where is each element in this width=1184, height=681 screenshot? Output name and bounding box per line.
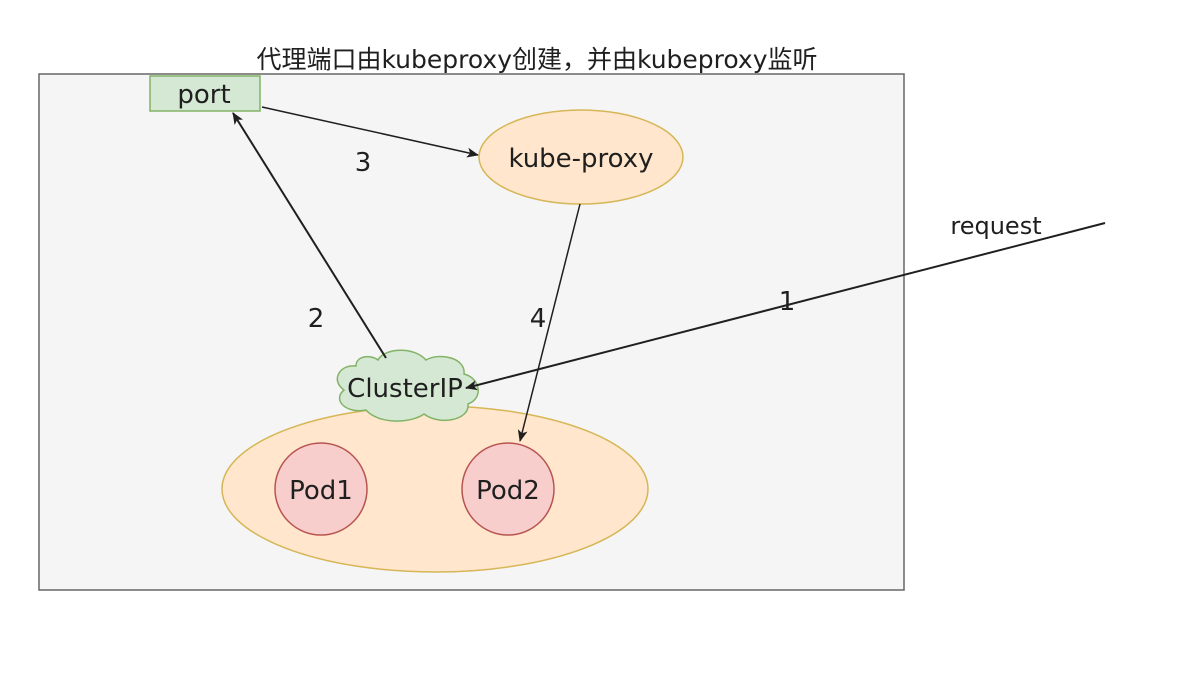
port-box [149,75,261,112]
arrow-kube-proxy-to-pod2 [517,203,581,442]
step-label-4: 4 [530,304,547,334]
arrow-request-to-clusterip [465,222,1106,391]
arrow-port-to-kube-proxy [261,106,479,158]
cluster-ip-label: ClusterIP [347,374,463,404]
kube-proxy-ellipse [478,109,684,205]
pod1-circle [274,442,368,536]
kube-proxy-label: kube-proxy [508,144,653,174]
step-label-1: 1 [779,287,796,317]
port-label: port [177,80,230,110]
arrow-clusterip-to-port [232,112,387,359]
step-label-2: 2 [308,304,325,334]
cluster-ip-cloud [336,349,479,422]
pod1-label: Pod1 [289,476,353,506]
request-label: request [950,212,1041,240]
pod2-label: Pod2 [476,476,540,506]
diagram-caption: 代理端口由kubeproxy创建，并由kubeproxy监听 [256,45,817,74]
pod2-circle [461,442,555,536]
step-label-3: 3 [355,148,372,178]
